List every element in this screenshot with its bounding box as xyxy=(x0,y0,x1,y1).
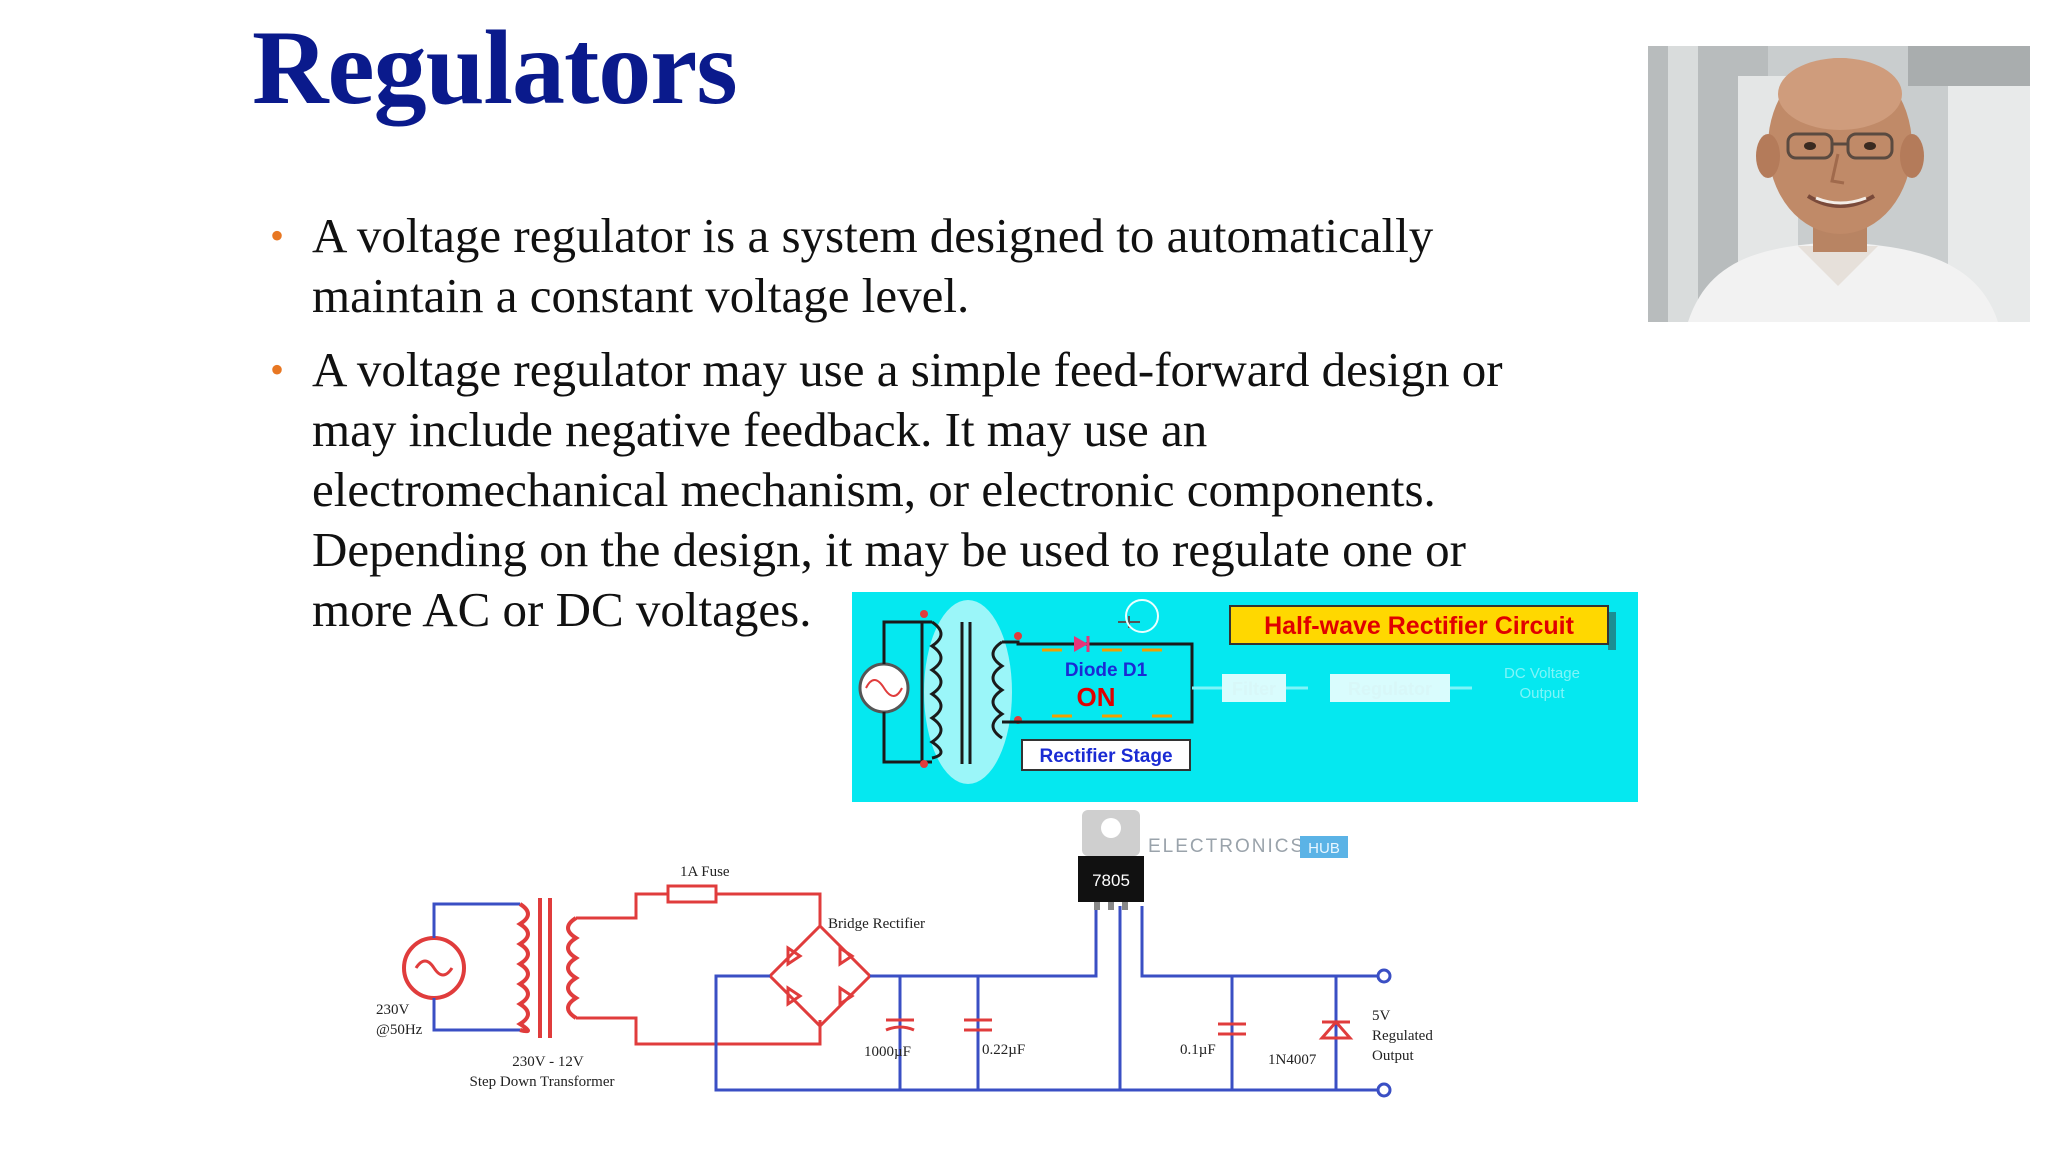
diode-icon xyxy=(1318,1019,1354,1040)
output-label: Output xyxy=(1372,1048,1415,1064)
capacitor-label: 1000µF xyxy=(864,1044,911,1060)
capacitor-icon xyxy=(885,1018,915,1032)
filter-label: Filter xyxy=(1232,679,1276,699)
source-label: 230V xyxy=(376,1002,410,1018)
capacitor-label: 0.1µF xyxy=(1180,1042,1216,1058)
diode-label: 1N4007 xyxy=(1268,1052,1317,1068)
slide-title: Regulators xyxy=(252,9,738,126)
diode-icon xyxy=(1074,636,1088,652)
diode-label: Diode D1 xyxy=(1065,660,1148,681)
diagram-title: Half-wave Rectifier Circuit xyxy=(1264,612,1574,640)
capacitor-icon xyxy=(964,1018,992,1032)
transformer-label: Step Down Transformer xyxy=(470,1074,615,1090)
regulator-schematic: 1A Fuse Bridge Rectifier 7805 ELECTRONIC… xyxy=(360,808,1470,1108)
capacitor-label: 0.22µF xyxy=(982,1042,1025,1058)
source-label: @50Hz xyxy=(376,1022,423,1038)
bullet-text: A voltage regulator may use a simple fee… xyxy=(312,342,1503,637)
capacitor-icon xyxy=(1218,1022,1246,1036)
ic-label: 7805 xyxy=(1092,871,1130,890)
regulator-label: Regulator xyxy=(1348,679,1432,699)
rectifier-stage-label: Rectifier Stage xyxy=(1039,746,1172,767)
bullet-marker-icon: • xyxy=(270,347,285,392)
transformer-label: 230V - 12V xyxy=(512,1054,584,1070)
bullet-item: • A voltage regulator may use a simple f… xyxy=(270,340,1560,640)
fuse-label: 1A Fuse xyxy=(680,864,730,880)
bullet-marker-icon: • xyxy=(270,213,285,258)
transformer-icon xyxy=(929,620,943,760)
dc-output-label: DC Voltage xyxy=(1504,665,1580,682)
dc-output-label: Output xyxy=(1519,685,1565,702)
watermark-badge: HUB xyxy=(1308,840,1340,857)
half-wave-rectifier-diagram: Diode D1 ON Rectifier Stage Filter Regul… xyxy=(852,592,1638,802)
presenter-image xyxy=(1648,46,2030,322)
watermark-text: ELECTRONICS xyxy=(1148,836,1305,857)
bullet-list: • A voltage regulator is a system design… xyxy=(270,206,1560,654)
diode-state-label: ON xyxy=(1077,682,1116,712)
output-terminal-icon xyxy=(1376,968,1392,984)
transformer-icon xyxy=(516,902,530,1034)
bullet-text: A voltage regulator is a system designed… xyxy=(312,208,1434,323)
bridge-rectifier-icon xyxy=(767,923,873,1029)
output-label: 5V xyxy=(1372,1008,1391,1024)
bridge-rectifier-label: Bridge Rectifier xyxy=(828,916,925,932)
fuse-icon xyxy=(666,884,718,904)
presenter-webcam xyxy=(1648,46,2030,322)
bullet-item: • A voltage regulator is a system design… xyxy=(270,206,1560,326)
output-terminal-icon xyxy=(1376,1082,1392,1098)
output-label: Regulated xyxy=(1372,1028,1433,1044)
